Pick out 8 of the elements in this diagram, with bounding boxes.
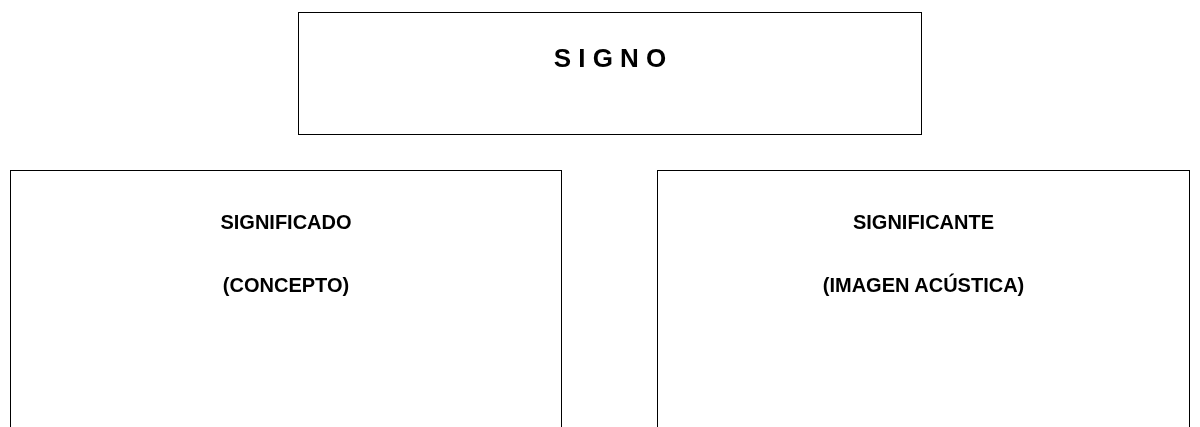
subheading-text: (CONCEPTO) xyxy=(221,274,351,297)
heading-text: SIGNIFICADO xyxy=(219,211,353,234)
concept-box xyxy=(298,12,922,135)
title-text: S I G N O xyxy=(552,43,668,74)
subheading-text: (IMAGEN ACÚSTICA) xyxy=(821,274,1026,297)
heading-text: SIGNIFICANTE xyxy=(851,211,996,234)
concept-box xyxy=(10,170,562,427)
concept-box xyxy=(657,170,1190,427)
